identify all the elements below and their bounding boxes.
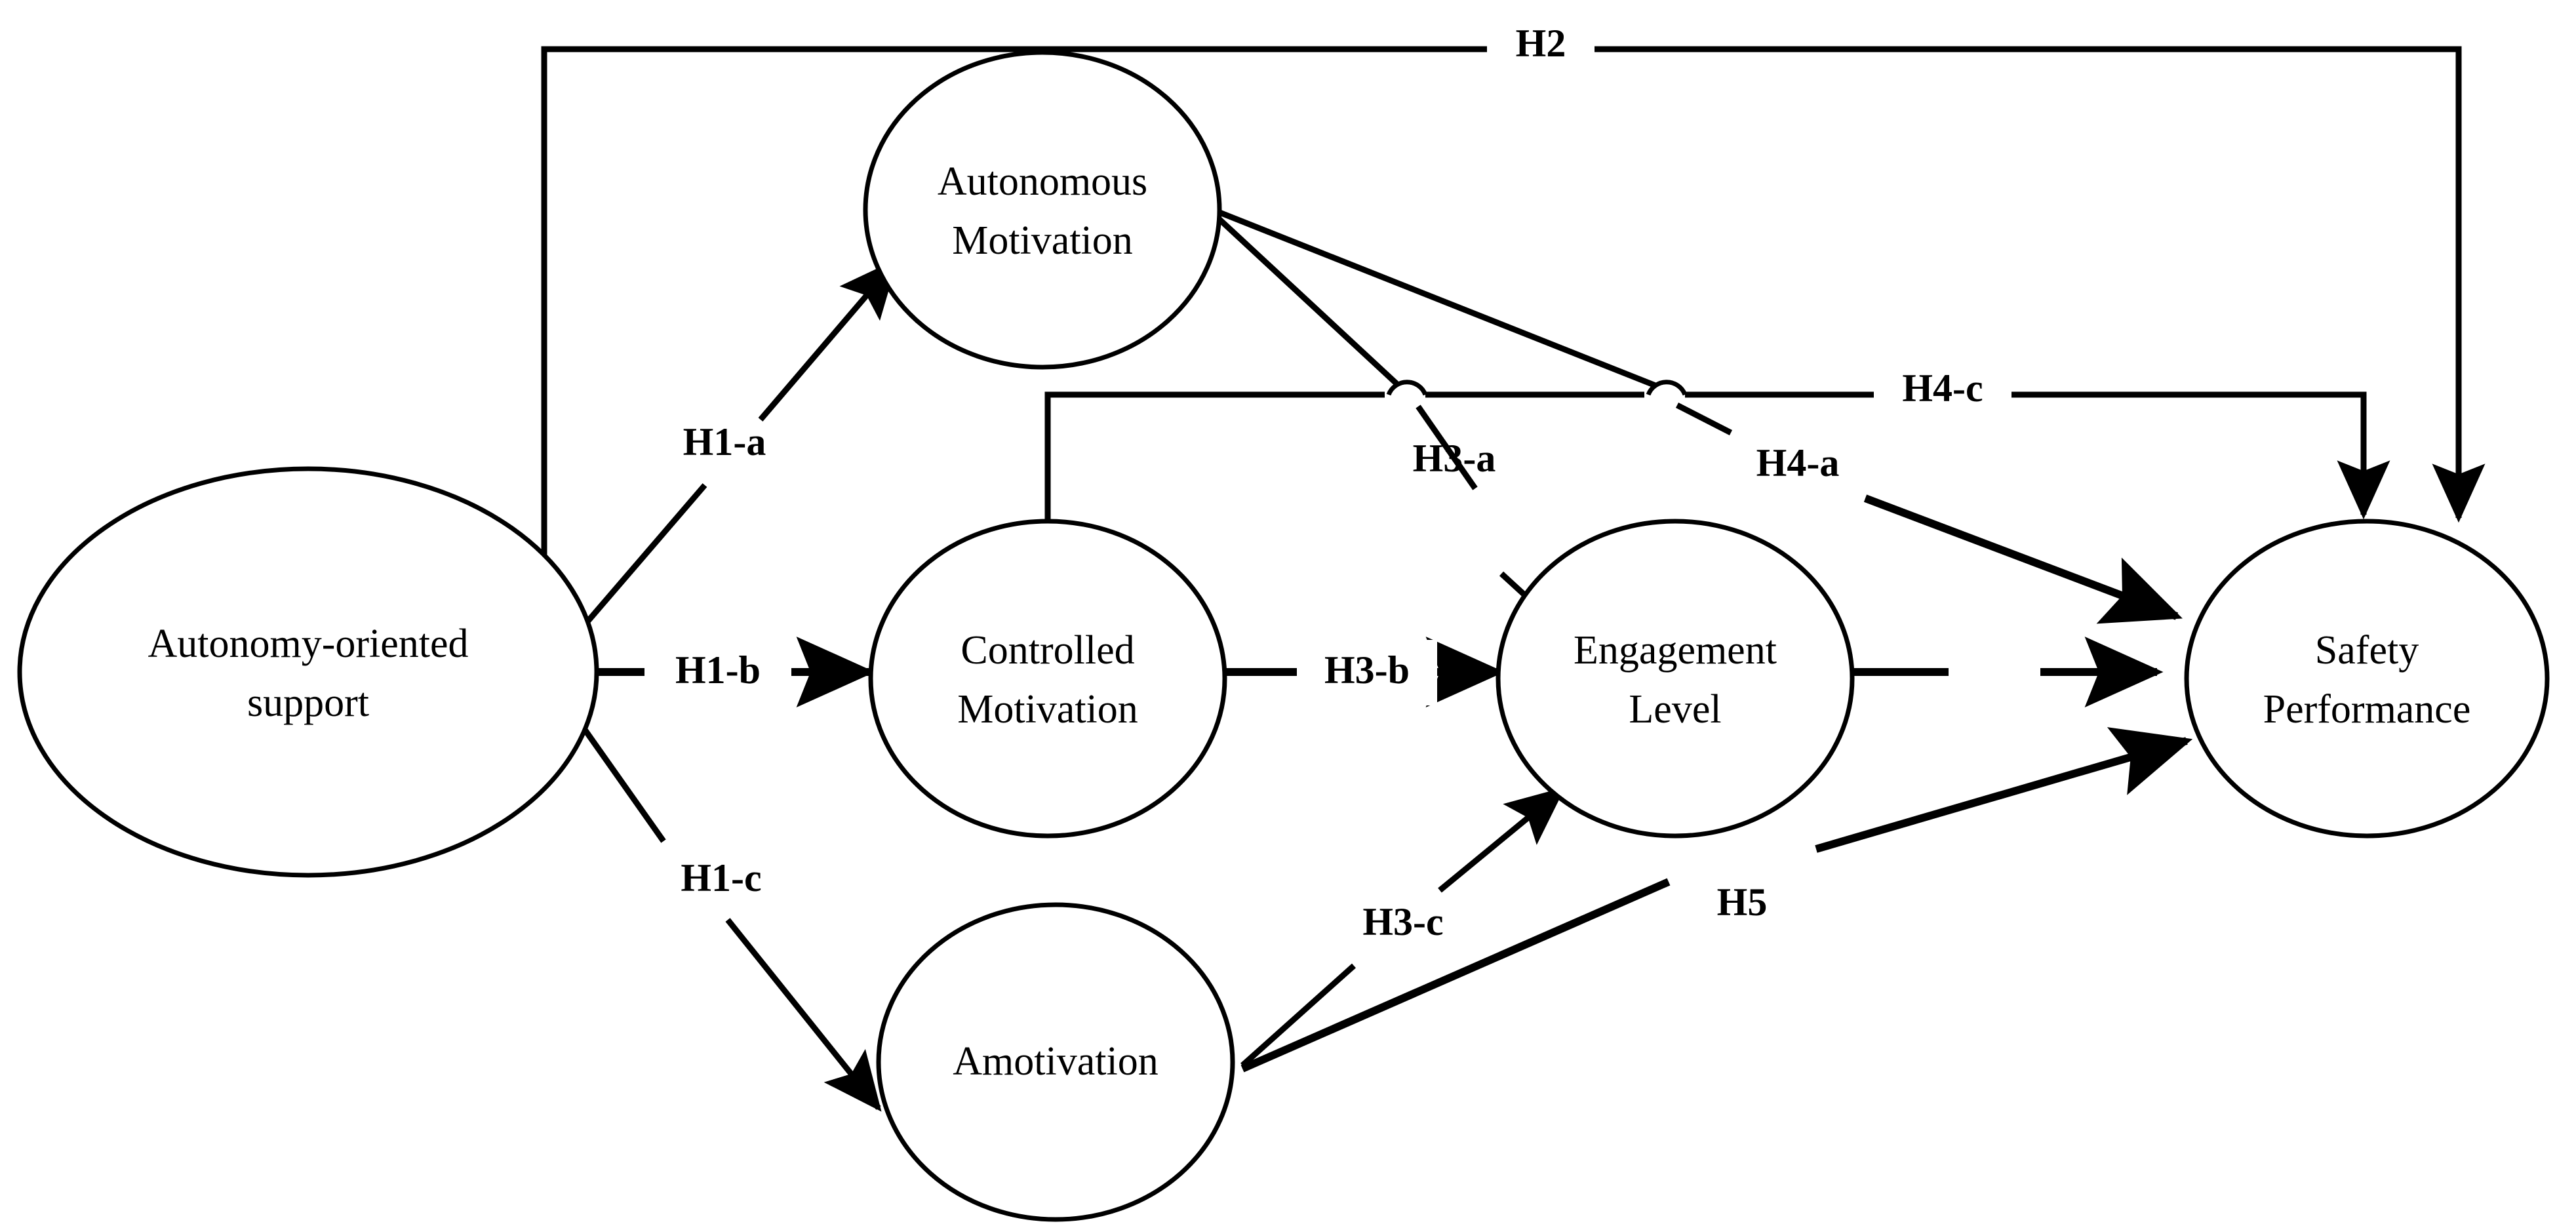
edge-h4a-lower	[1863, 494, 2183, 624]
node-am-label-line2: Motivation	[952, 218, 1133, 263]
edge-label-h3b-text: H3-b	[1324, 648, 1410, 692]
edge-label-h1a: H1-a	[683, 420, 766, 464]
edge-h4c-upper	[1815, 727, 2193, 853]
node-autonomous-motivation[interactable]: Autonomous Motivation	[863, 50, 1222, 370]
edge-label-h4c-text: H5	[1717, 880, 1768, 924]
edge-label-h3c: H3-c	[1362, 900, 1443, 943]
edge-h2-segment-right	[1593, 46, 2486, 523]
edge-label-h2-bg	[1487, 14, 1595, 85]
edge-label-h5	[1949, 640, 2040, 705]
edge-h4c	[1240, 727, 2193, 1073]
edge-h1c-lower	[725, 918, 882, 1112]
node-aos-label-line1: Autonomy-oriented	[148, 622, 468, 666]
node-engagement-level[interactable]: Engagement Level	[1496, 519, 1855, 839]
node-aos-label-line2: support	[247, 681, 369, 725]
edge-label-h4b: H4-c	[1874, 359, 2011, 429]
edge-h4b-segment-right	[2010, 391, 2390, 520]
edge-label-h1b-bg	[644, 640, 791, 705]
line-jump-h4a-arc	[1646, 380, 1688, 396]
edge-label-h1c-text: H1-c	[681, 856, 761, 900]
node-autonomy-oriented-support[interactable]: Autonomy-oriented support	[17, 466, 599, 878]
edge-label-h5-bg	[1949, 640, 2040, 705]
edge-label-h1b-text: H1-b	[675, 648, 761, 692]
edge-h3c-upper	[1438, 787, 1566, 893]
edge-label-h3b: H3-b	[1297, 640, 1437, 705]
edge-h3c	[1240, 787, 1566, 1068]
node-amot-shape[interactable]	[876, 902, 1235, 1222]
node-aos-shape[interactable]	[17, 466, 599, 878]
edge-label-h2-text: H2	[1516, 22, 1566, 65]
edge-h3a-mid	[1416, 405, 1478, 490]
edge-label-h4b-text: H4-c	[1902, 366, 1983, 410]
node-el-shape[interactable]	[1496, 519, 1855, 839]
node-controlled-motivation[interactable]: Controlled Motivation	[868, 519, 1227, 839]
edge-label-h4a-text: H4-a	[1756, 441, 1840, 484]
edge-h3a-upper	[1214, 214, 1399, 386]
line-jump-h4a	[1442, 380, 1875, 400]
edge-label-h4a: H4-a	[1756, 441, 1840, 484]
edge-h4a-mid	[1675, 402, 1733, 436]
edge-label-h3c-text: H3-c	[1362, 900, 1443, 943]
node-cm-shape[interactable]	[868, 519, 1227, 839]
edge-h1a-upper	[758, 258, 898, 422]
node-sp-shape[interactable]	[2184, 519, 2550, 839]
edge-h4c-lower	[1240, 878, 1671, 1073]
edge-label-h4c: H5	[1717, 880, 1768, 924]
edge-label-h3b-bg	[1297, 640, 1437, 705]
node-el-label-line1: Engagement	[1574, 628, 1777, 673]
node-amotivation[interactable]: Amotivation	[876, 902, 1235, 1222]
edge-h1a	[542, 258, 898, 674]
node-am-shape[interactable]	[863, 50, 1222, 370]
edge-label-h1b: H1-b	[644, 640, 791, 705]
edge-h4a	[1215, 208, 2183, 624]
edge-label-h1a-text: H1-a	[683, 420, 766, 464]
edge-label-h4b-bg	[1874, 359, 2011, 429]
edge-h3c-lower	[1240, 963, 1356, 1068]
edge-label-h3a-text: H3-a	[1413, 437, 1496, 480]
line-jump-h3a-arc	[1386, 380, 1428, 396]
edge-h2-segment-left	[541, 46, 1488, 672]
edge-label-h1c: H1-c	[681, 856, 761, 900]
edge-label-h2: H2	[1487, 14, 1595, 85]
node-safety-performance[interactable]: Safety Performance	[2184, 519, 2550, 839]
node-el-label-line2: Level	[1629, 687, 1721, 732]
node-amot-label-line1: Amotivation	[953, 1039, 1158, 1084]
edge-h2	[541, 46, 2486, 672]
edge-label-h3a: H3-a	[1413, 437, 1496, 480]
node-am-label-line1: Autonomous	[938, 159, 1147, 204]
node-sp-label-line2: Performance	[2263, 687, 2471, 732]
node-sp-label-line1: Safety	[2315, 628, 2419, 673]
node-cm-label-line2: Motivation	[957, 687, 1138, 732]
edge-h4b	[1044, 391, 2390, 521]
node-cm-label-line1: Controlled	[961, 628, 1134, 673]
edge-h4a-upper	[1215, 208, 1657, 389]
